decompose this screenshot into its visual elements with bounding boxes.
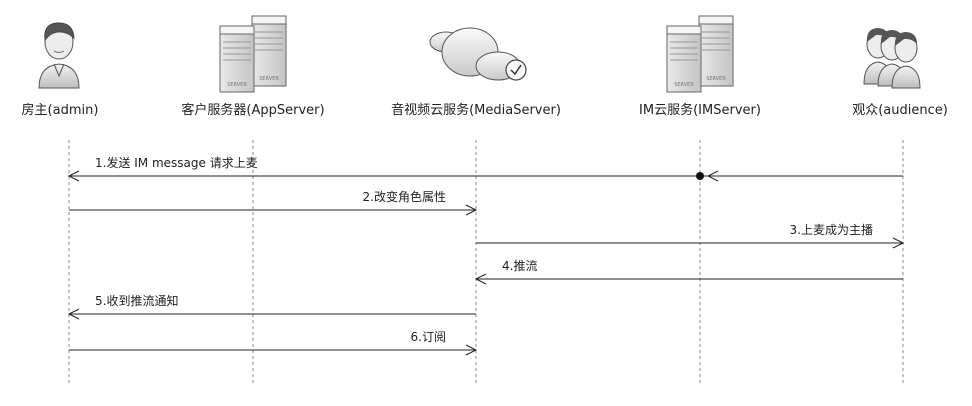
arrowhead bbox=[465, 204, 478, 216]
messages: 1.发送 IM message 请求上麦 2.改变角色属性 3.上麦成为主播 4.推流… bbox=[67, 155, 905, 356]
message-2: 2.改变角色属性 bbox=[69, 189, 478, 216]
server-icon: SERVER SERVER bbox=[666, 15, 734, 93]
relay-dot bbox=[696, 172, 704, 180]
actor-label-host: 房主(admin) bbox=[22, 102, 99, 118]
actor-label-audience: 观众(audience) bbox=[852, 103, 948, 118]
arrowhead bbox=[474, 273, 487, 285]
actor-im: SERVER SERVER IM云服务(IMServer) bbox=[639, 15, 761, 118]
people-group-icon bbox=[863, 28, 921, 89]
message-5: 5.收到推流通知 bbox=[67, 294, 476, 320]
person-icon bbox=[38, 22, 80, 89]
arrowhead bbox=[706, 170, 719, 182]
actor-media: 音视频云服务(MediaServer) bbox=[391, 27, 561, 118]
message-label: 3.上麦成为主播 bbox=[790, 223, 873, 237]
actor-label-im: IM云服务(IMServer) bbox=[639, 102, 761, 118]
actor-label-app: 客户服务器(AppServer) bbox=[181, 102, 324, 118]
actors: 房主(admin) SERVER bbox=[22, 15, 948, 118]
message-label: 5.收到推流通知 bbox=[95, 294, 178, 308]
lifelines bbox=[68, 140, 904, 384]
actor-audience: 观众(audience) bbox=[852, 28, 948, 118]
actor-host: 房主(admin) bbox=[22, 22, 99, 118]
message-label: 6.订阅 bbox=[411, 330, 446, 344]
server-icon-text: SERVER bbox=[674, 82, 694, 88]
server-icon-text: SERVER bbox=[259, 76, 279, 82]
cloud-icon bbox=[429, 27, 527, 81]
message-6: 6.订阅 bbox=[69, 330, 478, 356]
actor-label-media: 音视频云服务(MediaServer) bbox=[391, 102, 561, 118]
server-icon: SERVER SERVER bbox=[219, 15, 287, 93]
message-4: 4.推流 bbox=[474, 259, 903, 285]
message-3: 3.上麦成为主播 bbox=[476, 223, 905, 249]
arrowhead bbox=[67, 308, 80, 320]
arrowhead bbox=[67, 170, 80, 182]
message-1: 1.发送 IM message 请求上麦 bbox=[67, 155, 903, 182]
message-label: 4.推流 bbox=[502, 259, 537, 273]
message-label: 2.改变角色属性 bbox=[363, 189, 446, 204]
server-icon-text: SERVER bbox=[227, 82, 247, 88]
actor-app: SERVER SERVER 客户服务器(AppServer) bbox=[181, 15, 325, 118]
message-label: 1.发送 IM message 请求上麦 bbox=[95, 155, 258, 170]
arrowhead bbox=[465, 344, 478, 356]
server-icon-text: SERVER bbox=[706, 76, 726, 82]
arrowhead bbox=[892, 237, 905, 249]
